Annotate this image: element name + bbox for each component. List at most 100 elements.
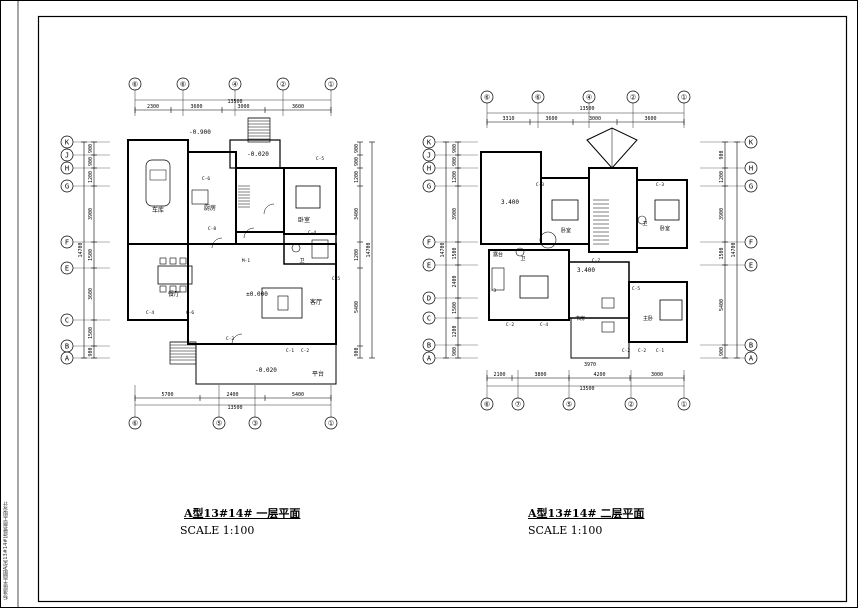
plan1-bottom-axis-1-label: ⑤ bbox=[216, 420, 222, 428]
plan2-top-axis-2-label: ④ bbox=[586, 94, 592, 102]
plan2-left-axis-6-label: D bbox=[427, 295, 431, 303]
plan1-door-swing-0 bbox=[243, 227, 255, 239]
plan2-toilet-icon bbox=[637, 215, 647, 225]
plan2-roof-gable bbox=[586, 127, 638, 169]
plan2-top-axis-0-label: ⑥ bbox=[484, 94, 490, 102]
plan1-window-label-8: M-1 bbox=[242, 258, 250, 264]
plan2-bottom-axis-0-label: ⑥ bbox=[484, 401, 490, 409]
plan1-left-dim-value-2: 1200 bbox=[88, 171, 94, 183]
plan1-room-bedroom: 卧室 bbox=[298, 216, 310, 224]
plan1-elev-3: -0.020 bbox=[255, 367, 277, 374]
plan2-left-dim-value-4: 1500 bbox=[452, 247, 458, 259]
plan2-bottom-dim-value-2: 4200 bbox=[593, 372, 605, 378]
plan2-top-axis-3-label: ② bbox=[630, 94, 636, 102]
plan2-stair-turn-icon bbox=[539, 231, 557, 249]
plan2-bed-1 bbox=[551, 199, 579, 221]
plan1-left-dim-value-1: 900 bbox=[88, 157, 94, 166]
plan2-right-axis-5-label: B bbox=[749, 342, 753, 350]
plan1-right-dim-value-4: 1200 bbox=[354, 249, 360, 261]
plan2-room-study: 书房 bbox=[575, 315, 585, 322]
plan1-window-label-10: C-4 bbox=[308, 230, 316, 236]
plan2-bed-3 bbox=[519, 275, 549, 299]
plan2-left-axis-8-label: B bbox=[427, 342, 431, 350]
plan2-left-axis-5-label: E bbox=[427, 262, 431, 270]
plan1-bed bbox=[295, 185, 321, 209]
plan2-right-axis-2-label: G bbox=[749, 183, 753, 191]
plan1-left-axis-6-label: C bbox=[65, 317, 69, 325]
plan1-dining-table bbox=[157, 265, 193, 285]
plan2-window-label-2: C-3 bbox=[488, 288, 496, 294]
plan1-bottom-dim-value-2: 5400 bbox=[292, 392, 304, 398]
plan2-bedroom3-wall bbox=[636, 179, 688, 249]
plan1-right-dim-value-0: 900 bbox=[354, 144, 360, 153]
plan2-bottom-dim-value-3: 3000 bbox=[651, 372, 663, 378]
plan2-right-axis-1-label: H bbox=[749, 165, 753, 173]
plan1-left-dim-value-3: 3900 bbox=[88, 208, 94, 220]
plan1-top-axis-2-label: ④ bbox=[232, 81, 238, 89]
plan2-toilet2-icon bbox=[515, 247, 525, 257]
plan2-room-master: 主卧 bbox=[643, 315, 653, 322]
plan2-left-dim-value-7: 1200 bbox=[452, 325, 458, 337]
plan1-window-label-1: C-8 bbox=[208, 226, 216, 232]
plan1-left-axis-3-label: G bbox=[65, 183, 69, 191]
plan2-right-axis-6-label: A bbox=[749, 355, 754, 363]
plan2-window-label-1: C-3 bbox=[656, 182, 664, 188]
plan2-room-terrace: 露台 bbox=[493, 251, 503, 258]
plan1-bottom-dim-value-1: 2400 bbox=[226, 392, 238, 398]
plan2-right-axis-4-label: E bbox=[749, 262, 753, 270]
plan2-left-axis-3-label: G bbox=[427, 183, 431, 191]
plan1-left-axis-5-label: E bbox=[65, 265, 69, 273]
plan1-room-dining: 餐厅 bbox=[168, 290, 180, 298]
plan1-top-dim-value-2: 3000 bbox=[237, 104, 249, 110]
plan1-left-dim-value-4: 1500 bbox=[88, 249, 94, 261]
plan1-left-dim-value-7: 900 bbox=[88, 347, 94, 356]
plan1-elev-2: ±0.000 bbox=[246, 291, 268, 298]
plan1-bottom-total: 13500 bbox=[227, 405, 242, 411]
plan2-window-label-9: C-7 bbox=[592, 258, 600, 264]
plan1-left-axis-2-label: H bbox=[65, 165, 69, 173]
plan1-window-label-6: C-2 bbox=[301, 348, 309, 354]
plan1-bottom-axis-3-label: ① bbox=[328, 420, 334, 428]
plan1-dining-chair-1 bbox=[169, 257, 177, 265]
plan2-window-label-3: C-2 bbox=[506, 322, 514, 328]
plan2-left-axis-1-label: J bbox=[427, 152, 431, 160]
plan1-coffee-table bbox=[277, 295, 289, 311]
plan2-bottom-axis-2-label: ⑤ bbox=[566, 401, 572, 409]
plan1-bottom-stair bbox=[169, 341, 197, 365]
plan1-top-dim-value-3: 3600 bbox=[292, 104, 304, 110]
plan2-top-dim-value-2: 3000 bbox=[589, 116, 601, 122]
plan1-scale: SCALE 1:100 bbox=[180, 524, 255, 537]
plan2-left-dim-value-1: 900 bbox=[452, 157, 458, 166]
plan2-right-dim-value-3: 1500 bbox=[719, 247, 725, 259]
plan1-right-dim-value-5: 5400 bbox=[354, 301, 360, 313]
plan1-car-icon bbox=[145, 159, 171, 207]
plan2-top-dim-value-0: 3310 bbox=[502, 116, 514, 122]
plan1-dining-chair-3 bbox=[159, 285, 167, 293]
plan1-right-dim-value-2: 1200 bbox=[354, 171, 360, 183]
plan1-left-axis-8-label: A bbox=[65, 355, 70, 363]
plan1-bottom-axis-2-label: ③ bbox=[252, 420, 258, 428]
plan1-top-total: 13500 bbox=[227, 99, 242, 105]
plan2-bottom-total: 13500 bbox=[579, 386, 594, 392]
plan1-top-axis-1-label: ⑥ bbox=[180, 81, 186, 89]
plan2-top-axis-4-label: ① bbox=[681, 94, 687, 102]
plan1-right-dim-value-3: 3400 bbox=[354, 208, 360, 220]
plan1-top-axis-3-label: ② bbox=[280, 81, 286, 89]
plan1-bath-wall bbox=[283, 233, 337, 265]
plan1-top-stair bbox=[247, 117, 271, 143]
plan2-bottom-axis-4-label: ① bbox=[681, 401, 687, 409]
plan1-right-dim-value-6: 900 bbox=[354, 347, 360, 356]
plan2-title: A型13#14# 二层平面 bbox=[528, 507, 645, 520]
plan2-left-axis-2-label: H bbox=[427, 165, 431, 173]
plan2-room-bath2: 卫 bbox=[520, 256, 525, 262]
plan1-left-axis-4-label: F bbox=[65, 239, 69, 247]
plan2-bottom-dim-value-0: 2100 bbox=[493, 372, 505, 378]
plan1-top-dim-value-1: 3600 bbox=[190, 104, 202, 110]
plan2-chair-2 bbox=[601, 321, 615, 333]
plan1-room-living: 客厅 bbox=[310, 298, 322, 306]
plan1-window-label-0: C-6 bbox=[202, 176, 210, 182]
plan1-title: A型13#14# 一层平面 bbox=[184, 507, 301, 520]
